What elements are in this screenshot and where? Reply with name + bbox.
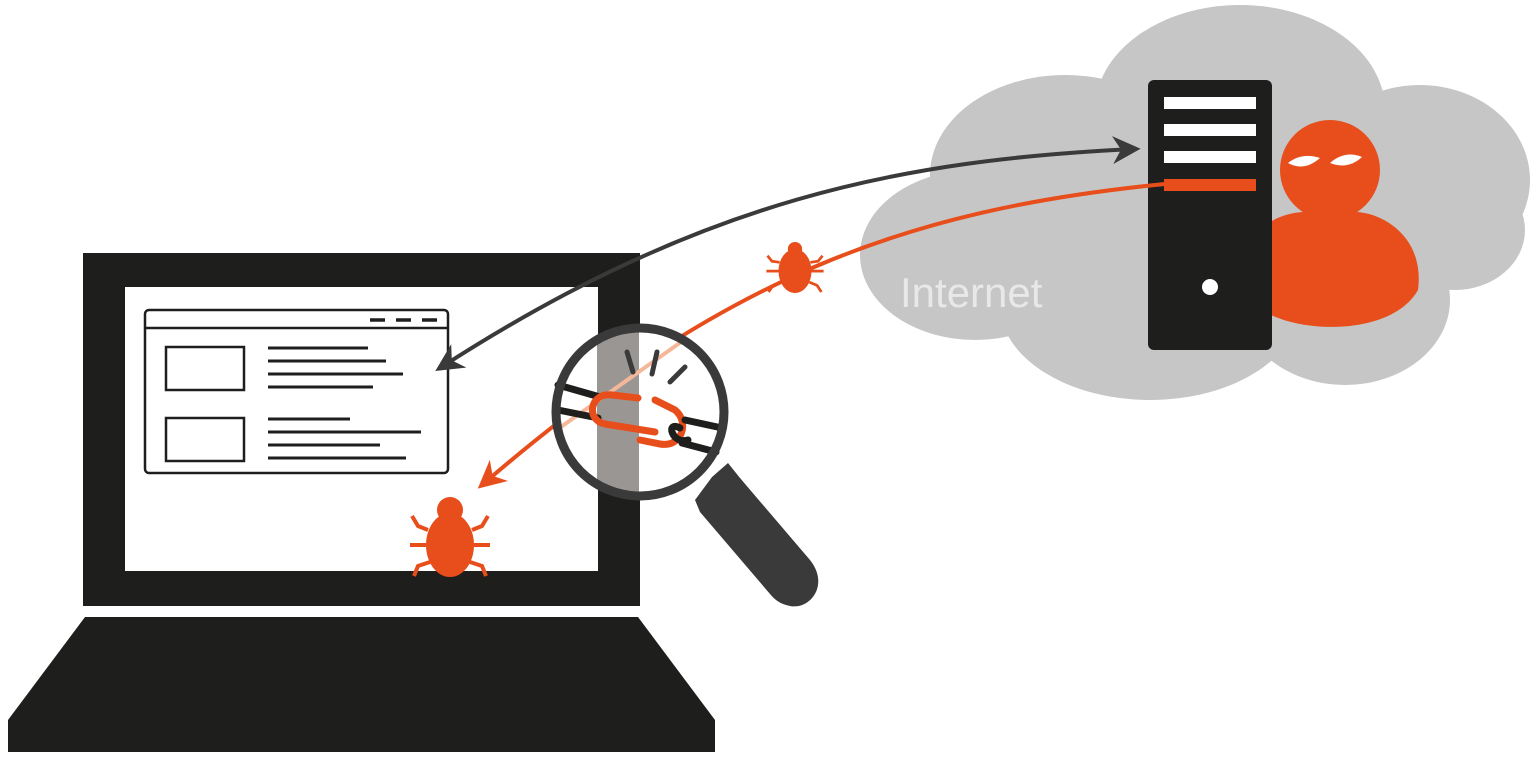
bug-icon	[410, 497, 490, 577]
broken-chain-link-icon	[554, 349, 726, 456]
server-slot	[1164, 151, 1256, 163]
browser-window-icon	[143, 308, 450, 475]
hacker-eye-right	[1330, 154, 1362, 166]
lens-screen-edge	[597, 328, 639, 496]
server-slot	[1164, 124, 1256, 136]
hacker-avatar-icon	[1245, 120, 1419, 327]
server-tower-icon	[1148, 80, 1272, 350]
hacker-eye-left	[1288, 155, 1320, 167]
magnifier-handle	[695, 463, 819, 607]
magnifier-rim	[551, 323, 729, 501]
server-slot	[1164, 97, 1256, 109]
cloud-label: Internet	[900, 269, 1043, 316]
request-arrow	[435, 136, 1141, 372]
server-power-led	[1202, 279, 1218, 295]
laptop-screen	[125, 287, 598, 571]
bug-icon	[766, 241, 824, 294]
magnifying-glass-icon	[551, 323, 819, 607]
laptop-base	[8, 617, 715, 752]
server-slot-compromised	[1164, 179, 1256, 191]
faded-request-path	[556, 328, 724, 472]
